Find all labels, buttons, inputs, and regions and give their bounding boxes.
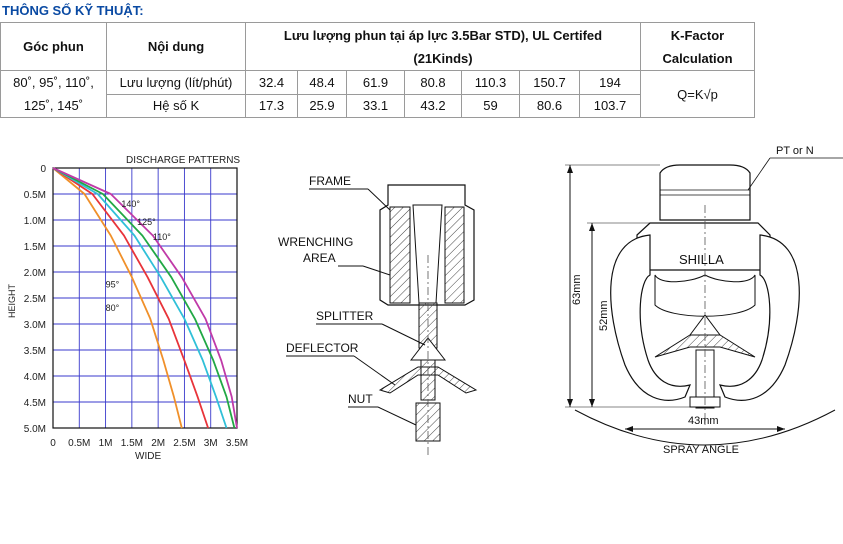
series-line: [52, 167, 183, 429]
x-tick-label: 2M: [151, 438, 165, 449]
k-value: 80.6: [519, 93, 580, 118]
y-tick-label: 2.0M: [24, 268, 46, 279]
flow-value: 48.4: [297, 70, 347, 95]
discharge-chart: DISCHARGE PATTERNS 0 0.5M 1M 1.5M 2M 2.5M 3M 3.…: [7, 155, 248, 462]
series-line: [52, 167, 236, 429]
x-tick-label: 1M: [99, 438, 113, 449]
x-tick-label: 1.5M: [121, 438, 143, 449]
flow-value: 80.8: [404, 70, 462, 95]
y-tick-label: 5.0M: [24, 424, 46, 435]
x-tick-label: 3M: [204, 438, 218, 449]
front-deflector: [654, 334, 756, 358]
label-deflector: DEFLECTOR: [286, 341, 359, 355]
flow-value: 110.3: [461, 70, 520, 95]
header-flow: Lưu lượng phun tại áp lực 3.5Bar STD), U…: [245, 22, 641, 71]
frame-hatch-right: [444, 206, 465, 304]
label-nut: NUT: [348, 392, 373, 406]
y-tick-label: 1.0M: [24, 216, 46, 227]
frame-arm-right: [718, 234, 800, 401]
flow-value: 194: [579, 70, 641, 95]
spray-angle-arc: [574, 409, 836, 446]
y-tick-label: 4.0M: [24, 372, 46, 383]
k-value: 33.1: [346, 93, 405, 118]
header-content: Nội dung: [106, 22, 246, 71]
x-tick-label: 3.5M: [226, 438, 248, 449]
y-tick-label: 1.5M: [24, 242, 46, 253]
series-line: [52, 167, 209, 429]
pt-label: PT or N: [776, 145, 814, 157]
frame-hatch-left: [389, 206, 411, 304]
diagrams-svg: DISCHARGE PATTERNS 0 0.5M 1M 1.5M 2M 2.5M 3M 3.…: [7, 145, 843, 462]
label-splitter: SPLITTER: [316, 309, 374, 323]
x-tick-label: 0.5M: [68, 438, 90, 449]
angles-line1: 80˚, 95˚, 110˚,: [13, 75, 94, 90]
y-tick-label: 0: [40, 164, 46, 175]
spec-heading: THÔNG SỐ KỸ THUẬT:: [2, 3, 144, 18]
k-value: 103.7: [579, 93, 641, 118]
sprinkler-cross-section: FRAME WRENCHING AREA SPLITTER DEFLECTOR …: [278, 174, 478, 455]
flow-value: 61.9: [346, 70, 405, 95]
row-k-label: Hệ số K: [106, 93, 246, 118]
series-angle-label: 95°: [106, 280, 120, 290]
header-kfactor-line2: Calculation: [662, 50, 733, 66]
diagrams-area: DISCHARGE PATTERNS 0 0.5M 1M 1.5M 2M 2.5M 3M 3.…: [0, 135, 843, 544]
label-frame: FRAME: [309, 174, 351, 188]
frame-arm-left: [610, 234, 692, 401]
spec-table: Góc phun Nội dung Lưu lượng phun tại áp …: [0, 22, 755, 118]
chart-series-labels: 140° 125° 110° 95° 80°: [106, 199, 172, 313]
series-angle-label: 125°: [137, 217, 156, 227]
series-angle-label: 80°: [106, 303, 120, 313]
header-flow-line1: Lưu lượng phun tại áp lực 3.5Bar STD), U…: [283, 27, 603, 43]
series-angle-label: 140°: [121, 199, 140, 209]
chart-y-ticks: 0 0.5M 1.0M 1.5M 2.0M 2.5M 3.0M 3.5M 4.0M 4.5M 5.0…: [24, 164, 47, 435]
formula-cell: Q=K√p: [640, 70, 755, 118]
k-value: 25.9: [297, 93, 347, 118]
header-flow-line2: (21Kinds): [413, 50, 473, 66]
header-kfactor: K-Factor Calculation: [640, 22, 755, 71]
chart-series: [52, 167, 238, 429]
spray-angle-label: SPRAY ANGLE: [663, 444, 739, 456]
dim-63mm: 63mm: [571, 274, 583, 305]
y-tick-label: 2.5M: [24, 294, 46, 305]
chart-title: DISCHARGE PATTERNS: [126, 155, 240, 166]
k-value: 43.2: [404, 93, 462, 118]
angles-cell: 80˚, 95˚, 110˚, 125˚, 145˚: [0, 70, 107, 118]
dim-43mm: 43mm: [688, 415, 719, 427]
chart-x-label: WIDE: [135, 451, 161, 462]
y-tick-label: 0.5M: [24, 190, 46, 201]
chart-y-label: HEIGHT: [7, 283, 17, 318]
flow-value: 32.4: [245, 70, 298, 95]
dim-52mm: 52mm: [598, 300, 610, 331]
x-tick-label: 0: [50, 438, 56, 449]
angles-line2: 125˚, 145˚: [23, 98, 84, 113]
flow-value: 150.7: [519, 70, 580, 95]
frame-center: [654, 274, 756, 317]
series-line: [52, 167, 238, 429]
k-value: 59: [461, 93, 520, 118]
sprinkler-front-view: SHILLA 63mm 52mm 43mm SPRAY ANGLE PT or …: [565, 145, 843, 456]
y-tick-label: 4.5M: [24, 398, 46, 409]
x-tick-label: 2.5M: [173, 438, 195, 449]
chart-frame: [52, 167, 238, 429]
k-value: 17.3: [245, 93, 298, 118]
y-tick-label: 3.0M: [24, 320, 46, 331]
header-angle: Góc phun: [0, 22, 107, 71]
header-kfactor-line1: K-Factor: [670, 27, 725, 43]
label-wrenching: WRENCHING: [278, 235, 353, 249]
brand-text: SHILLA: [679, 252, 724, 267]
chart-grid: [53, 168, 237, 428]
series-line: [52, 167, 228, 429]
thread-top: [659, 164, 751, 221]
chart-x-ticks: 0 0.5M 1M 1.5M 2M 2.5M 3M 3.5M: [50, 438, 248, 449]
series-angle-label: 110°: [153, 232, 171, 242]
y-tick-label: 3.5M: [24, 346, 46, 357]
row-flow-label: Lưu lượng (lít/phút): [106, 70, 246, 95]
label-wrenching-area: AREA: [303, 251, 336, 265]
